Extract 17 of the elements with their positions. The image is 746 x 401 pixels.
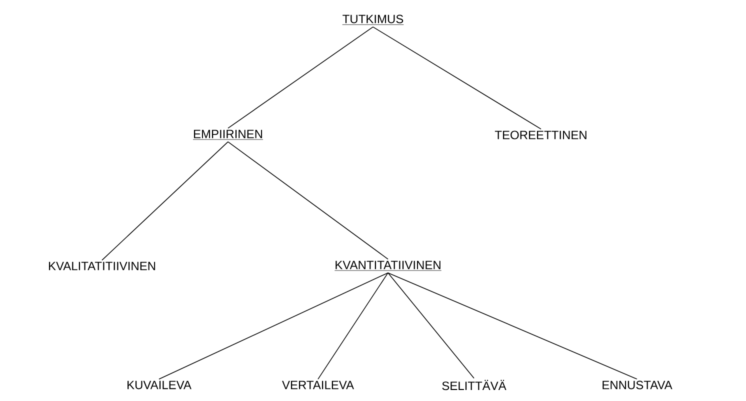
leaf-label: ENNUSTAVA — [602, 380, 672, 390]
leaf-label: KUVAILEVA — [128, 380, 192, 390]
branch-line — [102, 141, 228, 261]
heading-label: TUTKIMUS — [342, 14, 404, 25]
heading-label: KVANTITATIIVINEN — [334, 260, 442, 271]
leaf-label: SELITTÄVÄ — [442, 380, 506, 390]
branch-line — [228, 141, 388, 260]
branch-line — [372, 26, 542, 130]
branch-line — [158, 272, 388, 380]
branch-line — [318, 272, 388, 380]
heading-label: EMPIIRINEN — [192, 130, 264, 140]
leaf-label: TEOREETTINEN — [494, 130, 586, 140]
leaf-label: VERTAILEVA — [282, 380, 354, 390]
branch-line — [388, 272, 474, 379]
branch-line — [388, 272, 638, 380]
branch-line — [228, 26, 374, 129]
leaf-label: KVALITATITIIVINEN — [48, 262, 156, 270]
